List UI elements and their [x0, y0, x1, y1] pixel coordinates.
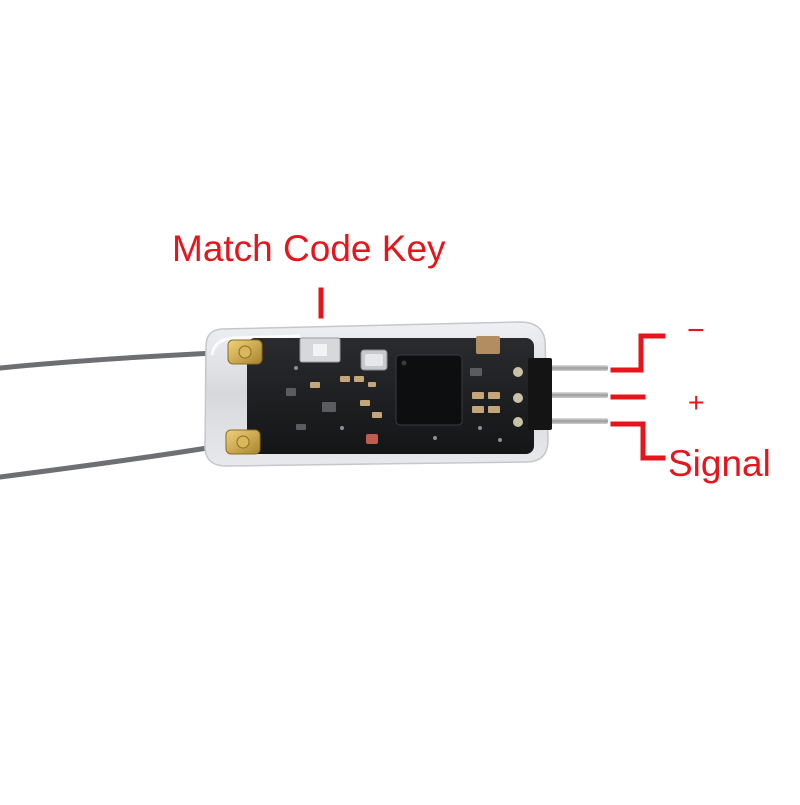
- pin-negative: [548, 365, 608, 371]
- match-code-key-label: Match Code Key: [172, 228, 446, 269]
- status-led: [366, 434, 378, 444]
- annotations: [318, 287, 666, 461]
- antenna-connectors: [225, 339, 263, 455]
- negative-pin-label: −: [687, 314, 705, 347]
- antenna-wire-bottom: [0, 441, 235, 480]
- antenna-wire-top: [0, 349, 239, 371]
- positive-pin-label: +: [688, 387, 705, 418]
- negative-bracket: [610, 333, 666, 373]
- signal-bracket: [610, 421, 666, 461]
- pin-set: [548, 365, 608, 424]
- pin-positive: [548, 392, 608, 398]
- pin-header: [528, 358, 552, 430]
- signal-pin-label: Signal: [668, 443, 771, 484]
- mcu-chip: [395, 354, 463, 426]
- pin-signal: [548, 418, 608, 424]
- pcb-board: [247, 336, 534, 454]
- antenna-wires: [0, 349, 239, 480]
- capacitor: [476, 336, 500, 354]
